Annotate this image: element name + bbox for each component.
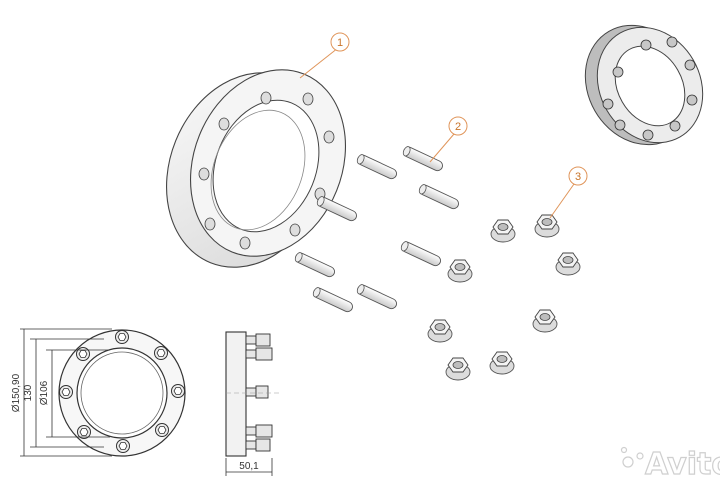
nut-1 bbox=[490, 219, 516, 243]
dim-outer-diameter: Ø150,90 bbox=[11, 373, 22, 412]
stud-1 bbox=[355, 153, 399, 181]
stud-3 bbox=[417, 183, 461, 211]
watermark: Avito bbox=[620, 446, 720, 483]
dim-bore-diameter: Ø106 bbox=[39, 380, 50, 405]
dimension-lines-bottom bbox=[225, 458, 273, 476]
nut-5 bbox=[532, 309, 558, 333]
stud-2 bbox=[401, 145, 445, 173]
stud-7 bbox=[355, 283, 399, 311]
spacer-ring-part bbox=[166, 69, 347, 268]
callout-3-label: 3 bbox=[575, 171, 581, 183]
nut-8 bbox=[445, 357, 471, 381]
callout-3: 3 bbox=[549, 166, 588, 219]
dim-thickness: 50,1 bbox=[239, 461, 259, 472]
nut-4 bbox=[447, 259, 473, 283]
callout-2-label: 2 bbox=[455, 121, 461, 133]
callout-2: 2 bbox=[429, 116, 468, 163]
assembled-spacer-view bbox=[584, 24, 704, 146]
callout-1: 1 bbox=[299, 32, 350, 79]
flange-nuts-part bbox=[427, 214, 581, 381]
stud-5 bbox=[399, 240, 443, 268]
callout-1-label: 1 bbox=[337, 37, 343, 49]
dimension-lines-left bbox=[20, 328, 112, 457]
nut-6 bbox=[427, 319, 453, 343]
nut-2 bbox=[534, 214, 560, 238]
side-view bbox=[225, 331, 280, 457]
front-view bbox=[58, 329, 186, 457]
dim-bolt-circle: 130 bbox=[23, 384, 34, 401]
nut-3 bbox=[555, 252, 581, 276]
watermark-text: Avito bbox=[645, 447, 720, 482]
stud-6 bbox=[293, 251, 337, 279]
stud-8 bbox=[311, 286, 355, 314]
nut-7 bbox=[489, 351, 515, 375]
